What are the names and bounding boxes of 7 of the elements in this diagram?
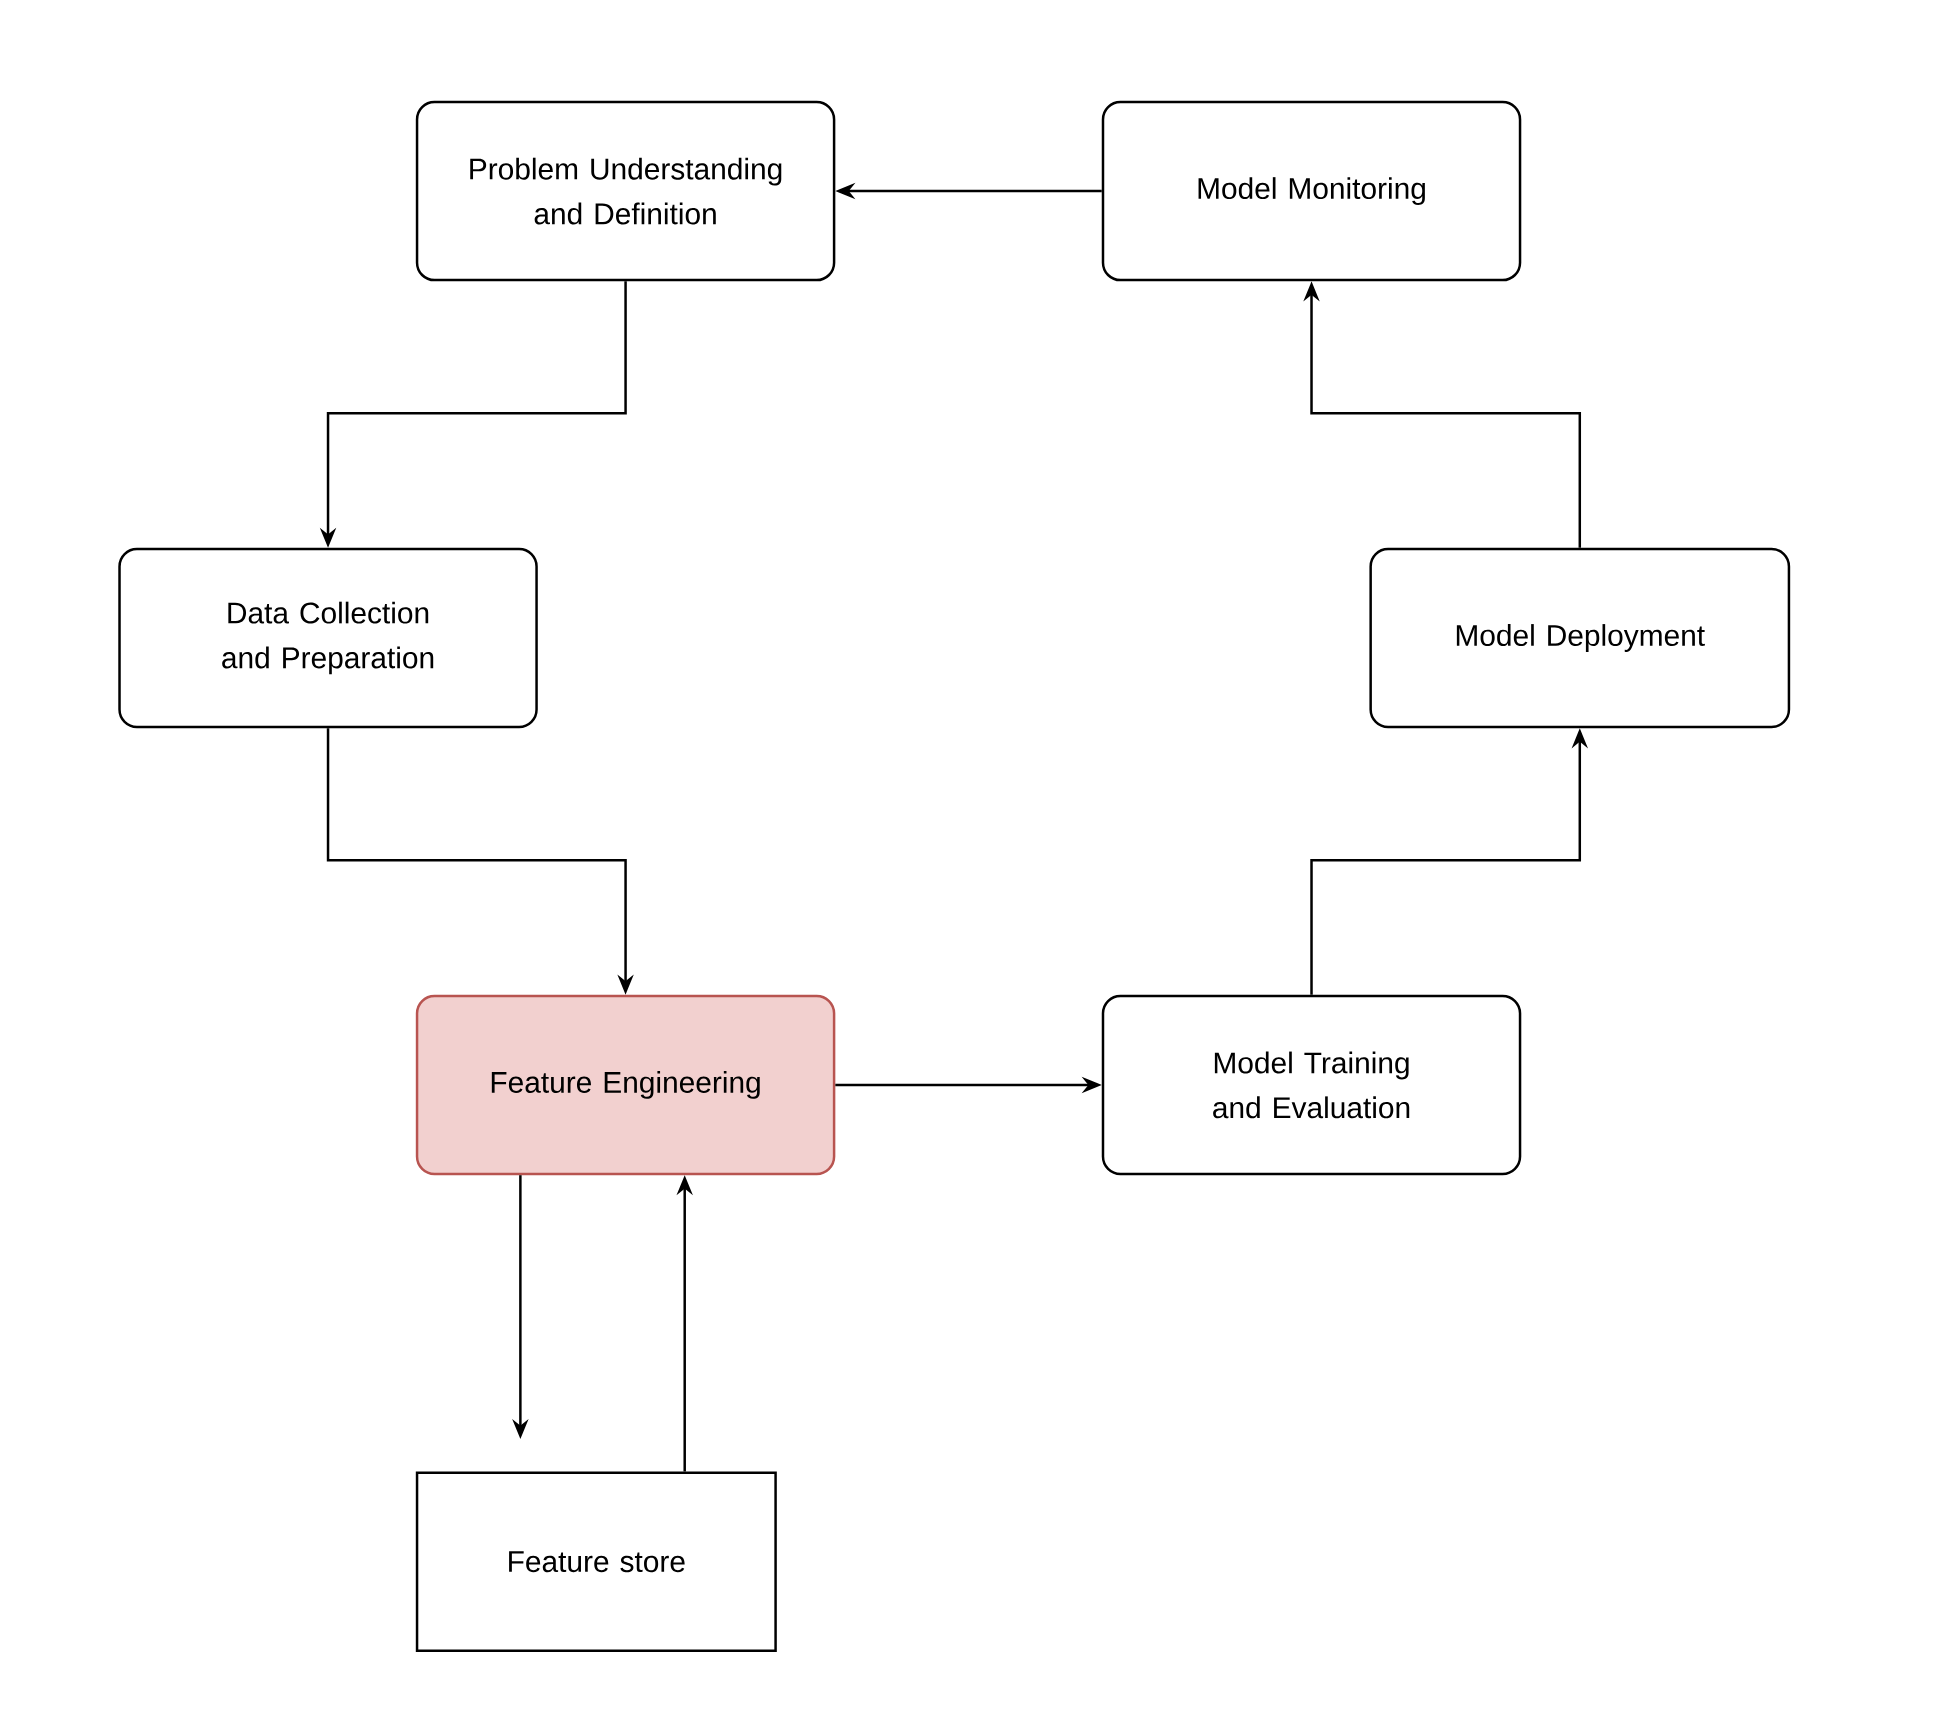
process-box: Model Monitoring (1101, 100, 1522, 282)
storage-box: Feature store (415, 1471, 777, 1652)
process-box: Data Collection and Preparation (118, 547, 538, 729)
process-box: Model Training and Evaluation (1101, 994, 1522, 1175)
process-box: Model Deployment (1369, 547, 1791, 729)
highlighted-process-box: Feature Engineering (415, 994, 836, 1175)
process-box: Problem Understanding and Definition (415, 100, 836, 282)
